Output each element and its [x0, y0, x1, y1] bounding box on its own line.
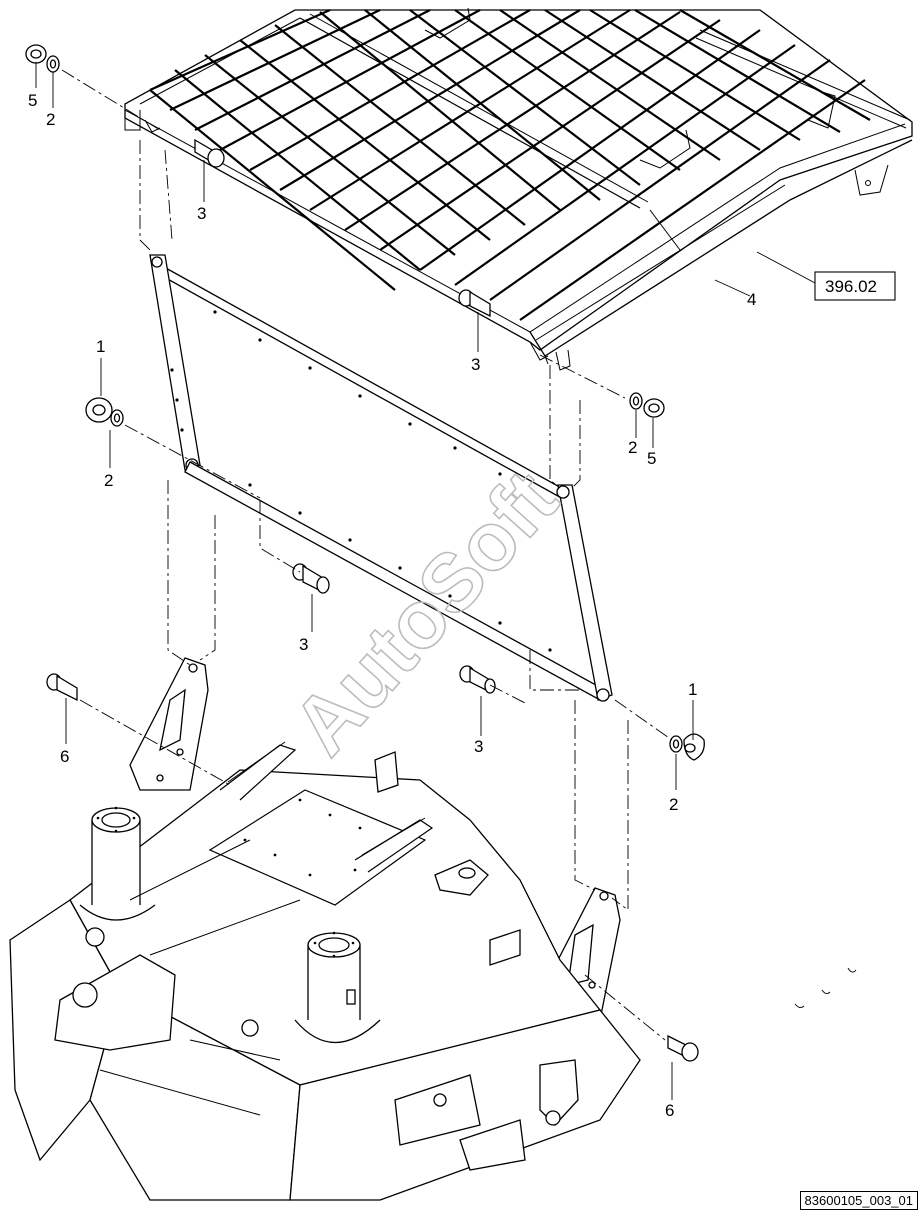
- washer-2-lower-right: [669, 735, 683, 753]
- bolt-6-left: [46, 673, 78, 702]
- nut-5-top: [25, 44, 47, 64]
- grille-guard-panel: [124, 7, 913, 371]
- callout-3-top: 3: [197, 204, 206, 223]
- bolt-3-lower: [459, 665, 496, 694]
- callout-3-lower: 3: [474, 737, 483, 756]
- figure-id-label: 83600105_003_01: [799, 1191, 918, 1210]
- machine-base-frame: [9, 741, 641, 1201]
- callout-2-left: 2: [104, 471, 113, 490]
- reference-box: 396.02: [814, 271, 896, 301]
- reference-box-label: 396.02: [825, 277, 877, 296]
- bolt-6-bottom: [667, 1034, 699, 1062]
- callout-5-right: 5: [647, 449, 656, 468]
- bolt-3-mid: [292, 563, 330, 594]
- nut-5-right: [643, 398, 665, 418]
- nut-1-left: [85, 397, 113, 423]
- callout-3-upper-mid: 3: [471, 355, 480, 374]
- callout-1-left: 1: [96, 337, 105, 356]
- left-mount-bracket: [129, 657, 209, 791]
- callout-2-right: 2: [628, 438, 637, 457]
- washer-2-top: [46, 55, 60, 73]
- callout-1-right: 1: [688, 680, 697, 699]
- callout-labels: 5 2 3 4 3 1 2 2 5 3 1 3 6 2 6: [28, 91, 756, 1120]
- hinge-frame: [149, 254, 613, 702]
- leader-lines: [35, 62, 816, 1100]
- callout-3-mid: 3: [299, 635, 308, 654]
- callout-5-top: 5: [28, 91, 37, 110]
- callout-2-top: 2: [46, 110, 55, 129]
- washer-2-right: [629, 392, 643, 410]
- callout-6-bottom: 6: [665, 1101, 674, 1120]
- stray-marks: [794, 967, 857, 1009]
- bolt-3-upper-mid: [458, 289, 491, 318]
- callout-4: 4: [747, 290, 756, 309]
- callout-2-lower-right: 2: [669, 795, 678, 814]
- washer-2-left: [110, 409, 124, 427]
- callout-6-left: 6: [60, 747, 69, 766]
- watermark-text: AutoSoft: [276, 454, 575, 772]
- bolt-3-top: [194, 138, 225, 168]
- assembly-centerlines: [61, 69, 673, 1041]
- nut-1-lower-right: [683, 733, 705, 761]
